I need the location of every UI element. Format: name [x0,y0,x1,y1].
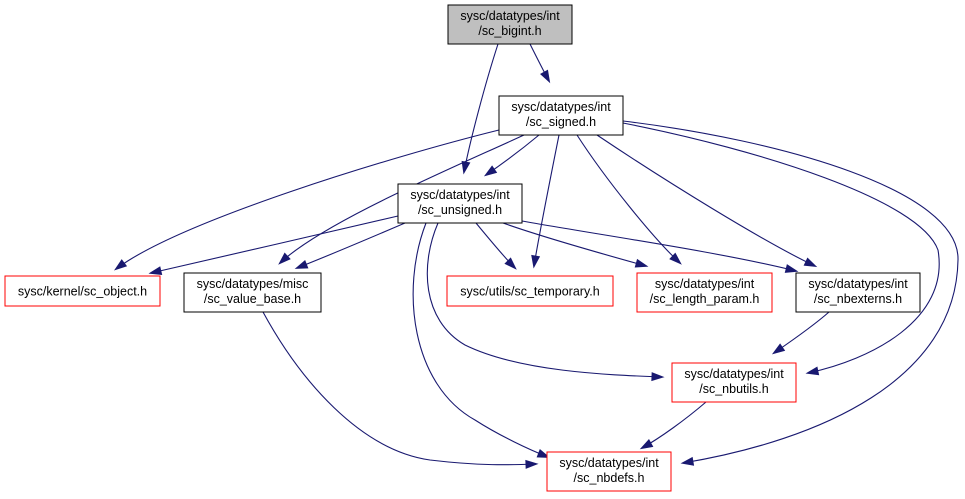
edge-sc-signed-to-sc-object-line [115,129,500,270]
edge-sc-unsigned-to-sc-object-line [150,215,399,274]
edge-sc-nbutils-to-sc-nbdefs-arrowhead [639,438,654,450]
node-box [498,95,624,136]
edge-sc-unsigned-to-sc-nbdefs [412,222,551,458]
node-sc-nbexterns[interactable]: sysc/datatypes/int/sc_nbexterns.h [795,272,921,313]
node-label-2: /sc_length_param.h [650,292,760,306]
edge-sc-value-base-to-sc-nbdefs-arrowhead [525,459,539,469]
edge-sc-unsigned-to-sc-nbutils-line [426,222,663,378]
edge-sc-nbutils-to-sc-nbdefs [639,401,707,450]
edge-sc-unsigned-to-sc-value-base [294,222,406,269]
edge-sc-unsigned-to-sc-nbexterns-arrowhead [784,264,799,273]
edge-sc-unsigned-to-sc-nbutils-arrowhead [651,372,665,382]
edge-sc-signed-to-sc-unsigned [483,134,540,177]
node-label-1: sysc/datatypes/int [655,277,755,291]
edge-sc-signed-to-sc-temporary-line [533,134,560,267]
edge-sc-signed-to-sc-nbutils-line [622,122,940,374]
edge-sc-unsigned-to-sc-value-base-arrowhead [294,259,309,269]
node-box [795,272,921,313]
node-sc-object[interactable]: sysc/kernel/sc_object.h [4,275,161,307]
nodes-layer: sysc/datatypes/int/sc_bigint.hsysc/datat… [4,4,921,492]
edge-sc-unsigned-to-sc-object [148,215,399,276]
node-sc-nbdefs[interactable]: sysc/datatypes/int/sc_nbdefs.h [546,451,672,492]
edge-sc-signed-to-sc-nbdefs [622,120,959,466]
edge-sc-signed-to-sc-nbutils [622,122,940,376]
node-sc-unsigned[interactable]: sysc/datatypes/int/sc_unsigned.h [397,183,523,224]
edge-sc-unsigned-to-sc-nbutils [426,222,665,382]
edge-sc-signed-to-sc-nbutils-arrowhead [805,366,820,376]
edge-sc-unsigned-to-sc-length-param [502,222,649,268]
node-label-1: sysc/utils/sc_temporary.h [460,285,599,299]
edge-sc-value-base-to-sc-nbdefs [262,311,539,469]
node-sc-signed[interactable]: sysc/datatypes/int/sc_signed.h [498,95,624,136]
node-label-2: /sc_nbdefs.h [574,471,645,485]
edge-sc-nbexterns-to-sc-nbutils-arrowhead [771,343,786,355]
edge-sc-unsigned-to-sc-length-param-line [502,222,647,267]
node-label-2: /sc_signed.h [526,115,596,129]
edge-sc-bigint-to-sc-signed [529,43,551,84]
node-label-1: sysc/datatypes/int [559,456,659,470]
edge-sc-signed-to-sc-value-base-arrowhead [278,252,291,265]
node-label-1: sysc/datatypes/int [684,367,784,381]
node-box [4,275,161,307]
edge-sc-unsigned-to-sc-length-param-arrowhead [634,258,649,268]
edge-sc-signed-to-sc-nbexterns-arrowhead [803,257,818,268]
node-box [183,272,322,313]
edge-sc-signed-to-sc-nbexterns [596,134,818,268]
edge-sc-signed-to-sc-nbdefs-arrowhead [680,456,695,466]
node-box [446,275,614,307]
edge-sc-unsigned-to-sc-value-base-line [296,222,406,269]
node-box [671,362,797,403]
edge-sc-signed-to-sc-nbexterns-line [596,134,816,267]
node-sc-length-param[interactable]: sysc/datatypes/int/sc_length_param.h [636,272,773,313]
node-box [447,4,573,45]
node-label-1: sysc/datatypes/misc [197,277,309,291]
node-sc-temporary[interactable]: sysc/utils/sc_temporary.h [446,275,614,307]
node-label-1: sysc/datatypes/int [410,188,510,202]
node-label-2: /sc_unsigned.h [418,203,502,217]
edge-sc-signed-to-sc-length-param-line [576,134,681,264]
node-label-2: /sc_nbexterns.h [814,292,902,306]
edge-sc-bigint-to-sc-unsigned [461,43,499,175]
node-box [397,183,523,224]
edge-sc-unsigned-to-sc-temporary [475,222,517,270]
edge-sc-signed-to-sc-value-base [278,134,525,265]
node-sc-nbutils[interactable]: sysc/datatypes/int/sc_nbutils.h [671,362,797,403]
edge-sc-nbutils-to-sc-nbdefs-line [641,401,707,449]
edge-sc-signed-to-sc-temporary-arrowhead [531,254,541,269]
edge-sc-unsigned-to-sc-nbexterns-line [521,220,797,272]
node-box [546,451,672,492]
edge-sc-value-base-to-sc-nbdefs-line [262,311,537,466]
node-label-2: /sc_bigint.h [478,24,541,38]
edge-sc-unsigned-to-sc-object-arrowhead [148,266,163,276]
edges-layer [113,43,959,469]
edge-sc-unsigned-to-sc-nbdefs-line [412,222,549,458]
node-box [636,272,773,313]
edge-sc-unsigned-to-sc-nbexterns [521,220,799,273]
edge-sc-nbexterns-to-sc-nbutils [771,311,830,355]
node-label-1: sysc/datatypes/int [808,277,908,291]
edge-sc-signed-to-sc-unsigned-arrowhead [483,165,498,177]
edge-sc-bigint-to-sc-signed-arrowhead [540,69,551,84]
edge-sc-bigint-to-sc-unsigned-arrowhead [461,160,471,175]
edge-sc-signed-to-sc-length-param [576,134,682,265]
node-label-2: /sc_nbutils.h [699,382,769,396]
edge-sc-unsigned-to-sc-temporary-arrowhead [504,257,517,270]
edge-sc-signed-to-sc-nbdefs-line [622,120,959,464]
edge-sc-signed-to-sc-object-arrowhead [113,259,128,271]
edge-sc-signed-to-sc-temporary [531,134,560,269]
edge-sc-signed-to-sc-length-param-arrowhead [669,252,682,265]
node-sc-bigint: sysc/datatypes/int/sc_bigint.h [447,4,573,45]
node-sc-value-base[interactable]: sysc/datatypes/misc/sc_value_base.h [183,272,322,313]
node-label-1: sysc/kernel/sc_object.h [18,285,147,299]
node-label-1: sysc/datatypes/int [511,100,611,114]
node-label-1: sysc/datatypes/int [460,9,560,23]
edge-sc-unsigned-to-sc-nbdefs-arrowhead [536,448,551,458]
edge-sc-bigint-to-sc-unsigned-line [463,43,499,173]
node-label-2: /sc_value_base.h [204,292,301,306]
edge-sc-signed-to-sc-object [113,129,500,271]
edge-sc-signed-to-sc-value-base-line [279,134,525,264]
